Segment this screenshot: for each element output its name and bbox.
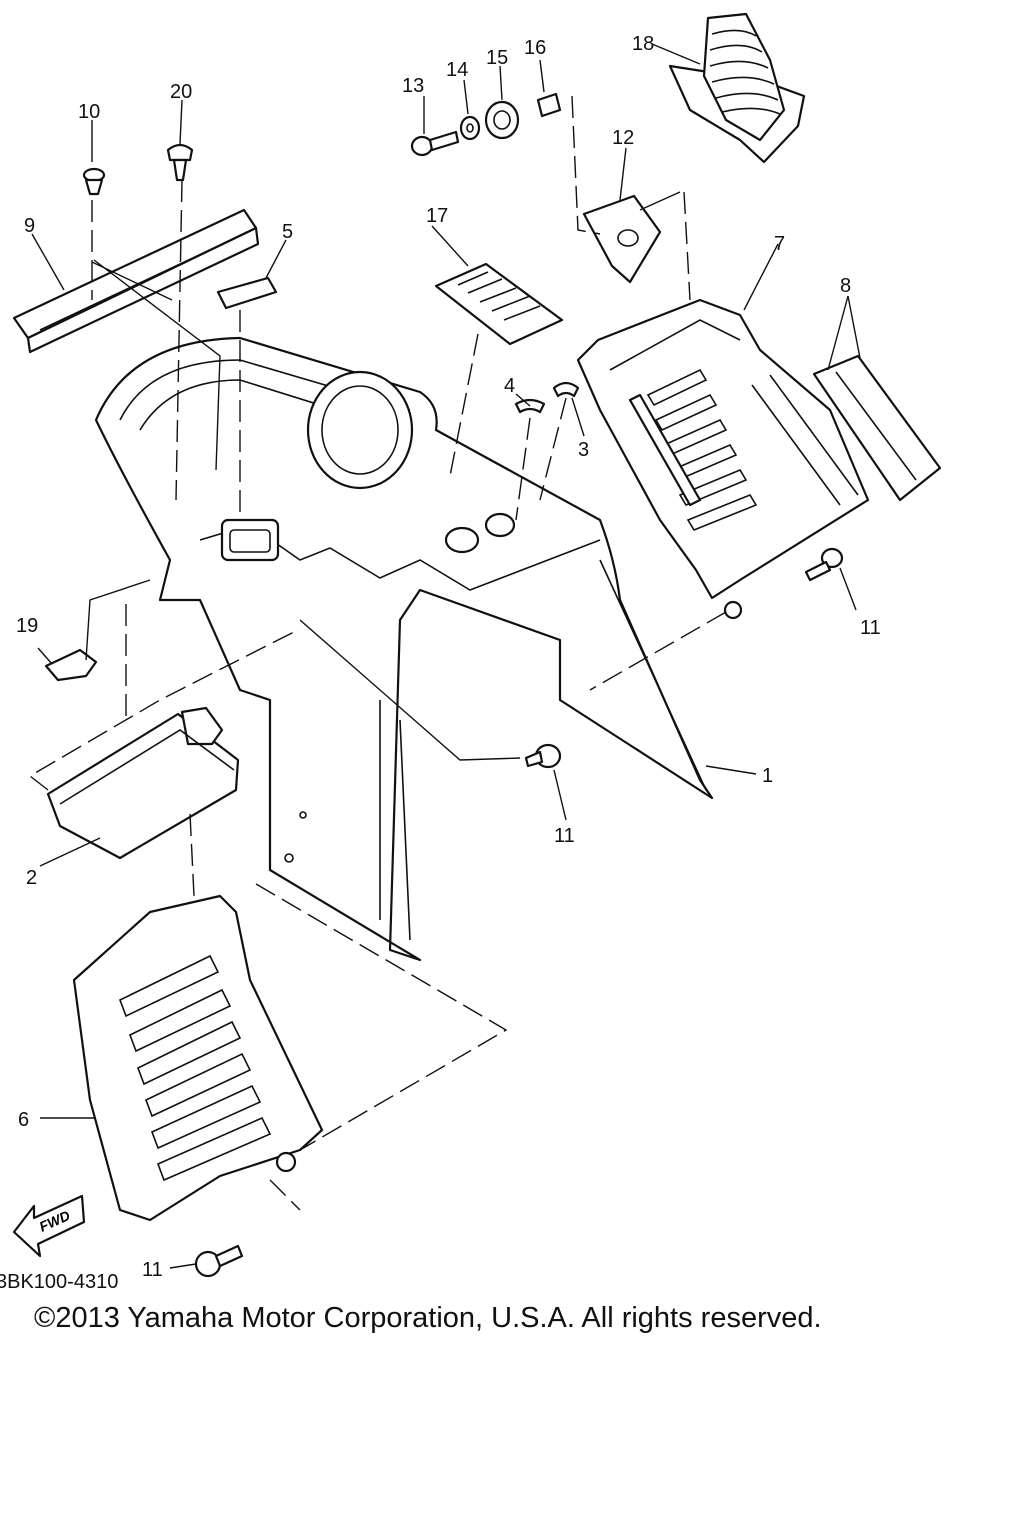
fwd-arrow-icon: FWD: [12, 1194, 86, 1258]
part-11-bolt-right[interactable]: [804, 547, 844, 582]
callout-9: 9: [24, 215, 35, 237]
part-6-left-panel[interactable]: [72, 894, 324, 1222]
part-2-left-box[interactable]: [46, 706, 240, 860]
part-11-bolt-bottom[interactable]: [194, 1244, 244, 1278]
callout-11-right: 11: [860, 617, 881, 639]
part-7-right-panel[interactable]: [576, 298, 870, 620]
part-18-boot[interactable]: [668, 12, 806, 164]
callout-11-bottom: 11: [142, 1259, 163, 1281]
part-19-hook[interactable]: [44, 648, 98, 682]
callout-1: 1: [762, 765, 773, 787]
callout-7: 7: [774, 233, 785, 255]
part-8-gasket[interactable]: [812, 354, 942, 502]
parts-diagram: FWD: [0, 12, 942, 1293]
callout-16: 16: [524, 37, 546, 59]
callout-20: 20: [170, 81, 192, 103]
diagram-code: 3BK100-4310: [0, 1271, 118, 1293]
callout-11-center: 11: [554, 825, 575, 847]
callout-14: 14: [446, 59, 468, 81]
callout-17: 17: [426, 205, 448, 227]
callout-18: 18: [632, 33, 654, 55]
part-20-rivet[interactable]: [166, 143, 194, 182]
assembly-lines: [28, 95, 727, 1211]
callout-5: 5: [282, 221, 293, 243]
copyright-notice: ©2013 Yamaha Motor Corporation, U.S.A. A…: [34, 1302, 822, 1334]
callout-15: 15: [486, 47, 508, 69]
part-3-clip[interactable]: [552, 381, 580, 398]
callout-4: 4: [504, 375, 515, 397]
part-16-collar[interactable]: [536, 92, 562, 118]
leader-lines: [31, 43, 861, 1269]
callout-13: 13: [402, 75, 424, 97]
part-1-main-cover[interactable]: [94, 336, 714, 962]
part-9-rail[interactable]: [12, 208, 260, 354]
part-13-bolt[interactable]: [410, 130, 460, 157]
part-11-bolt-center[interactable]: [524, 743, 562, 769]
callout-8: 8: [840, 275, 851, 297]
callout-6: 6: [18, 1109, 29, 1131]
part-14-washer[interactable]: [459, 115, 481, 141]
callout-12: 12: [612, 127, 634, 149]
callout-3: 3: [578, 439, 589, 461]
part-10-clip[interactable]: [82, 167, 106, 196]
callout-19: 19: [16, 615, 38, 637]
callout-10: 10: [78, 101, 100, 123]
part-15-grommet[interactable]: [484, 100, 520, 140]
callout-2: 2: [26, 867, 37, 889]
part-5-small-cover[interactable]: [216, 276, 278, 310]
part-12-bracket[interactable]: [582, 194, 662, 284]
part-17-decal[interactable]: [434, 262, 564, 346]
callouts: 10 20 9 5 13 14 15 16 18 12 17 7 8 4 3 1…: [0, 33, 881, 1293]
